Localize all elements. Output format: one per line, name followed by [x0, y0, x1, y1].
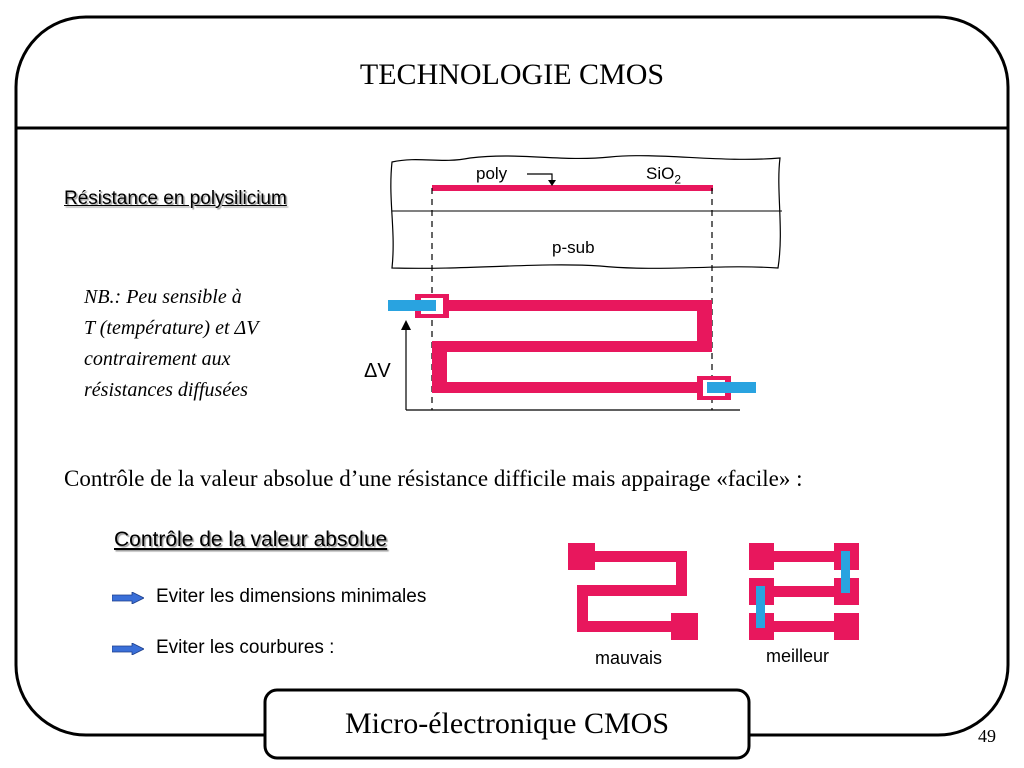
slide-title: TECHNOLOGIE CMOS	[359, 58, 665, 91]
poly-layer	[432, 185, 713, 191]
footer-title: Micro-électronique CMOS	[344, 707, 670, 740]
nb-line: NB.: Peu sensible à	[84, 286, 242, 308]
page-number: 49	[978, 726, 996, 746]
contacts	[388, 300, 756, 393]
nb-line: résistances diffusées	[84, 379, 248, 401]
sio2-label: SiO2	[646, 164, 682, 187]
delta-v-label: ΔV	[364, 360, 391, 382]
better-layout	[749, 543, 859, 640]
bad-layout	[568, 543, 698, 640]
better-layout-contacts	[756, 551, 850, 628]
nb-line: T (température) et ΔV	[84, 317, 259, 339]
arrow-bullet-icon	[112, 592, 144, 604]
substrate-outline	[390, 155, 781, 269]
section-heading-absolute-value: Contrôle de la valeur absolue	[114, 528, 388, 551]
bullet-item: Eviter les dimensions minimales	[156, 586, 427, 607]
main-statement: Contrôle de la valeur absolue d’une rési…	[64, 466, 803, 491]
arrow-bullet-icon	[112, 643, 144, 655]
psub-label: p-sub	[552, 238, 595, 257]
nb-line: contrairement aux	[84, 348, 231, 370]
poly-label: poly	[476, 164, 508, 183]
section-heading-polysilicon: Résistance en polysilicium	[64, 188, 287, 209]
nb-note: NB.: Peu sensible à T (température) et Δ…	[84, 282, 324, 406]
bullet-item: Eviter les courbures :	[156, 637, 335, 658]
bad-layout-label: mauvais	[595, 648, 663, 668]
better-layout-label: meilleur	[766, 646, 830, 666]
